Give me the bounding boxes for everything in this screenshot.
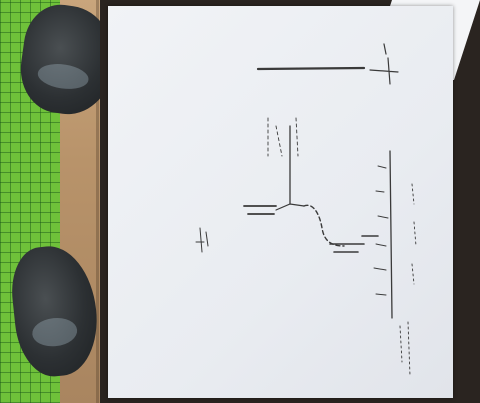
sketch-left-scribble xyxy=(195,227,209,253)
sketch-mid-left xyxy=(243,205,277,215)
sketch-right-notes xyxy=(399,183,417,377)
pencil-sketch xyxy=(195,43,417,377)
sketch-bottom-lines xyxy=(329,235,379,253)
sketch-top-line xyxy=(256,66,366,71)
sketch-mid-step xyxy=(275,203,305,211)
sketch-top-right-marks xyxy=(369,43,399,85)
sketch-wave xyxy=(303,204,345,247)
sketch-stem-marks xyxy=(267,117,299,157)
sketch-right-axis xyxy=(389,150,393,319)
sketch-axis-ticks xyxy=(373,165,389,296)
